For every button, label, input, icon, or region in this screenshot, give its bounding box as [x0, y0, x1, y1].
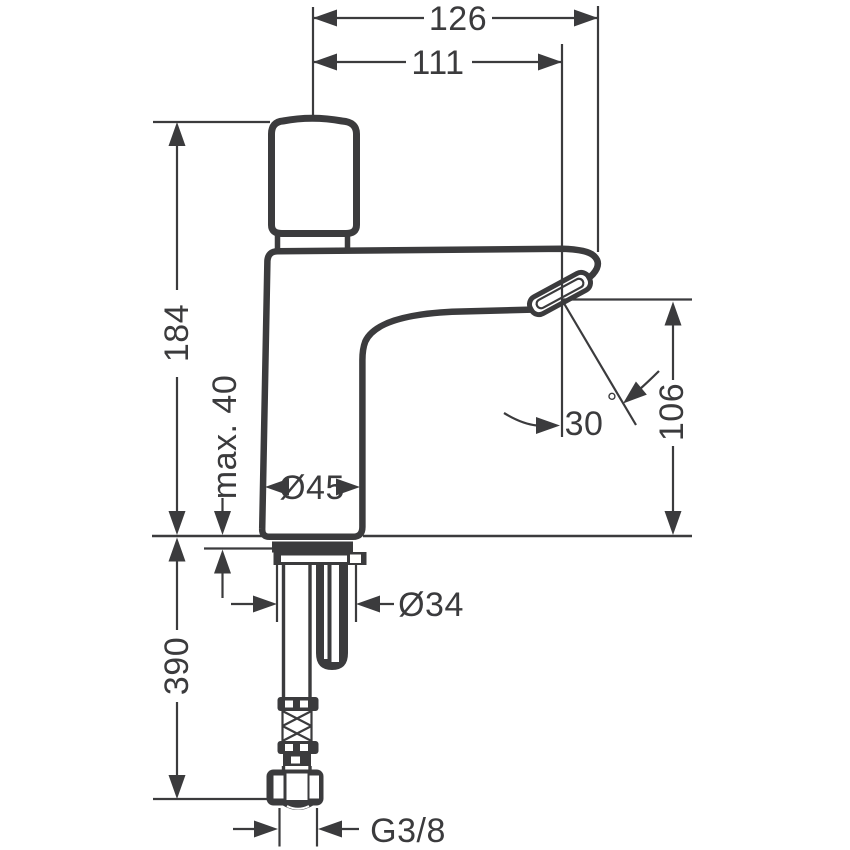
dim-thread-label: G3/8: [370, 812, 446, 850]
dim-height-label: 184: [158, 304, 196, 362]
dim-spout-height: 106: [562, 298, 692, 535]
dim-body-diameter: Ø45: [265, 469, 360, 507]
below-deck-assembly: [266, 541, 367, 847]
dim-hose-length: 390: [153, 537, 267, 801]
braided-hose: [277, 697, 319, 771]
dim-spray-angle-label: 30: [565, 405, 604, 443]
hex-nut: [266, 769, 324, 810]
deck-line: [152, 534, 692, 550]
dim-mount-thickness-label: max. 40: [206, 375, 244, 499]
dim-mount-thickness: max. 40: [206, 375, 244, 598]
dim-spout-reach-label: 111: [411, 44, 464, 82]
dim-shank-diameter-label: Ø34: [398, 586, 464, 624]
dim-spout-height-label: 106: [653, 383, 691, 441]
spout-body: [258, 245, 602, 541]
dim-thread: G3/8: [233, 812, 446, 850]
dim-hose-length-label: 390: [158, 637, 196, 695]
faucet-outline: [258, 114, 602, 541]
thread-stub: [278, 808, 319, 847]
dim-spray-angle-unit: °: [607, 387, 617, 417]
dim-height: 184: [153, 120, 270, 535]
hose-tube: [281, 565, 312, 698]
handle: [268, 114, 360, 237]
clamping-washer: [273, 552, 367, 565]
shank-cylinder-walls: [275, 565, 358, 622]
dim-spout-reach: 111: [313, 44, 562, 82]
dim-body-diameter-label: Ø45: [279, 469, 345, 507]
aerator: [526, 269, 594, 318]
dim-shank-diameter: Ø34: [231, 586, 464, 624]
threaded-rod: [316, 565, 348, 670]
dim-total-width-label: 126: [429, 0, 487, 38]
dim-total-width: 126: [313, 0, 598, 38]
dim-spray-angle: 30 °: [503, 299, 660, 443]
base-flange: [272, 541, 353, 553]
